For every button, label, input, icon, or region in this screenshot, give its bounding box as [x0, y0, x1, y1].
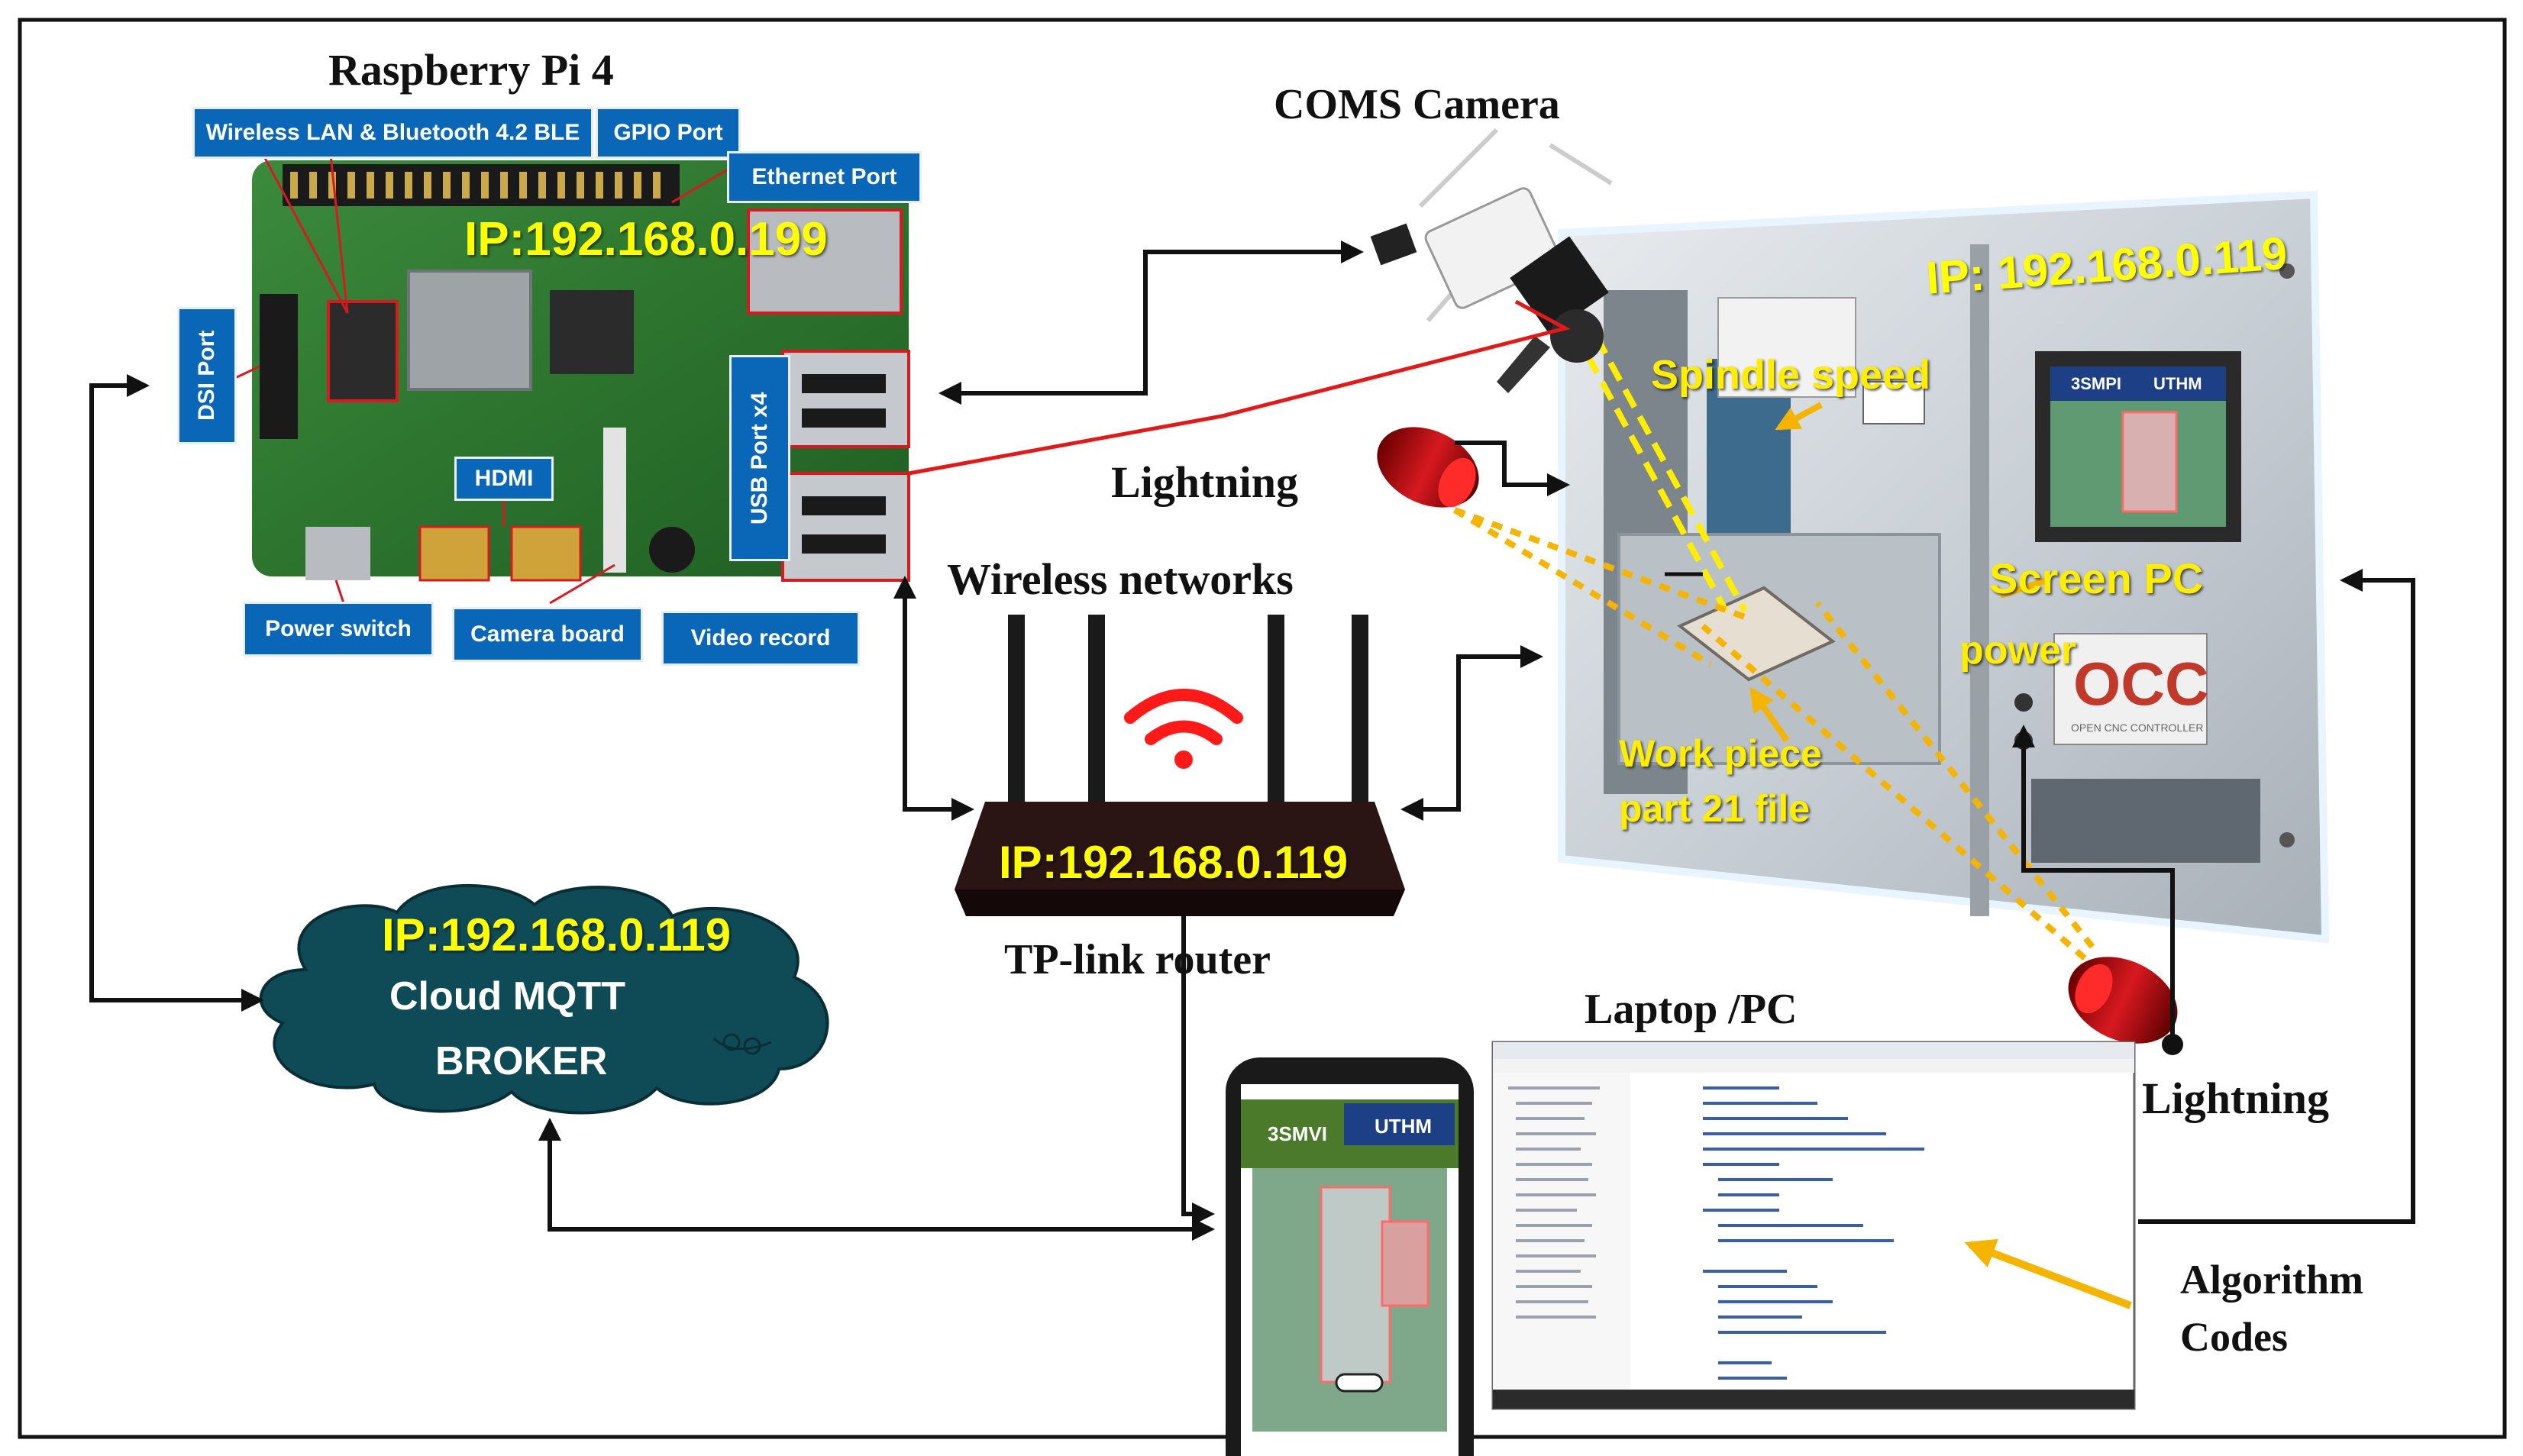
algorithm-label-line2: Codes: [2180, 1314, 2289, 1360]
screen-brand: 3SMPI: [2071, 374, 2122, 393]
phone-brand: 3SMVI: [1268, 1122, 1328, 1145]
wifi-icon: [1124, 689, 1243, 745]
phone-graphic: [1226, 1057, 1474, 1456]
laptop-title: Laptop /PC: [1585, 986, 1798, 1033]
cloud-line1: Cloud MQTT: [389, 974, 626, 1019]
connection-arrows: [89, 241, 2415, 1241]
camera-board-label: Camera board: [452, 607, 643, 662]
wireless-networks-title: Wireless networks: [947, 554, 1294, 604]
spindle-speed-label: Spindle speed: [1651, 352, 1931, 398]
work-piece-label: Work piece: [1619, 732, 1822, 775]
ethernet-port-label: Ethernet Port: [727, 151, 922, 203]
router-ip: IP:192.168.0.119: [999, 837, 1349, 888]
light-beam-top-b: [1452, 507, 1713, 667]
light-beam-top-a: [1453, 507, 1750, 621]
algorithm-label-line1: Algorithm: [2180, 1257, 2363, 1303]
laptop-screen-graphic: [1491, 1041, 2136, 1410]
raspberry-pi-board: [234, 133, 910, 605]
cloud-ip: IP:192.168.0.119: [382, 909, 732, 960]
lightning-bottom-label: Lightning: [2142, 1073, 2329, 1123]
router-caption: TP-link router: [1004, 936, 1271, 983]
coms-camera-title: COMS Camera: [1274, 81, 1560, 128]
video-record-label: Video record: [661, 611, 860, 666]
raspberry-pi-title: Raspberry Pi 4: [328, 45, 614, 95]
work-piece-file-label: part 21 file: [1619, 787, 1811, 830]
hdmi-label: HDMI: [454, 457, 554, 501]
router-graphic: [955, 615, 1405, 916]
cloud-line2: BROKER: [435, 1039, 608, 1083]
power-switch-label: Power switch: [243, 602, 434, 657]
cloud-squiggle: [712, 1033, 772, 1055]
screen-pc-label: Screen PC: [1989, 554, 2204, 602]
dsi-port-label: DSI Port: [177, 307, 237, 444]
lightning-top-label: Lightning: [1111, 457, 1298, 507]
power-label: power: [1959, 628, 2077, 673]
cnc-machine-photo: [1558, 190, 2330, 944]
lightning-lamp-bottom: [2068, 957, 2183, 1055]
phone-logo: UTHM: [1375, 1115, 1433, 1138]
gpio-port-label: GPIO Port: [596, 107, 741, 159]
light-beam-bottom-a: [1701, 623, 2087, 961]
red-link-pi-camera: [908, 299, 1571, 476]
wireless-lan-label: Wireless LAN & Bluetooth 4.2 BLE: [192, 107, 593, 159]
lightning-lamp-top: [1377, 427, 1479, 508]
screen-logo: UTHM: [2153, 374, 2202, 393]
coms-camera-graphic: [1370, 128, 1613, 393]
occ-sign-sub: OPEN CNC CONTROLLER: [2071, 722, 2204, 734]
usb-port-label: USB Port x4: [729, 355, 790, 561]
cloud-shape: [259, 883, 829, 1115]
raspberry-pi-ip: IP:192.168.0.199: [464, 213, 828, 266]
light-beam-bottom-b: [1814, 601, 2095, 949]
occ-sign: OCC: [2073, 650, 2209, 718]
